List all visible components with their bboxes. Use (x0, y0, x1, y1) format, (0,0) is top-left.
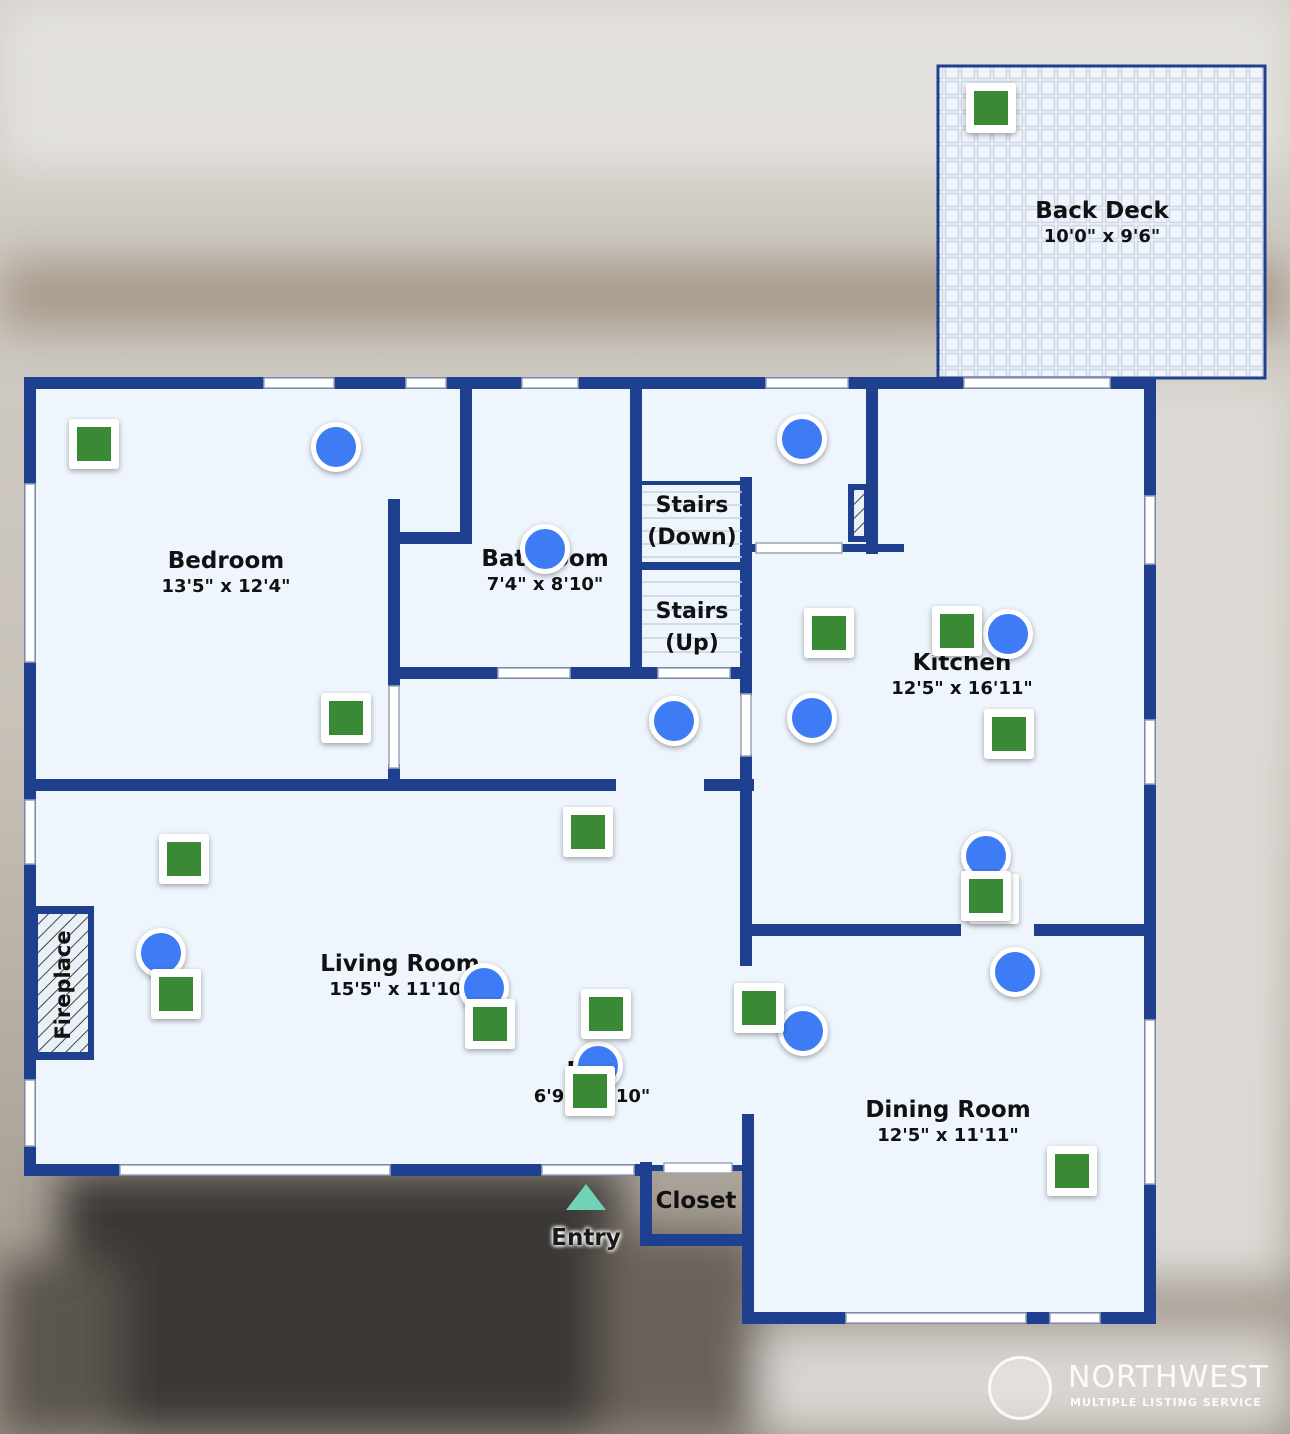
photo-marker-icon[interactable] (321, 693, 371, 743)
camera-marker-icon[interactable] (778, 1006, 828, 1056)
photo-marker-icon[interactable] (984, 709, 1034, 759)
stair-treads (642, 491, 742, 653)
camera-marker-icon[interactable] (520, 524, 570, 574)
fireplace (30, 906, 94, 1060)
photo-marker-icon[interactable] (563, 807, 613, 857)
fireplace-label: Fireplace (51, 930, 75, 1040)
photo-marker-icon[interactable] (159, 834, 209, 884)
photo-marker-icon[interactable] (734, 983, 784, 1033)
stairs-down-label: Stairs (Down) (647, 490, 736, 554)
camera-marker-icon[interactable] (983, 609, 1033, 659)
room-dimensions: 12'5" x 16'11" (891, 678, 1033, 699)
photo-marker-icon[interactable] (565, 1066, 615, 1116)
room-dimensions: 12'5" x 11'11" (877, 1125, 1019, 1146)
camera-marker-icon[interactable] (649, 696, 699, 746)
logo-brand: NORTHWEST (1068, 1360, 1269, 1395)
photo-marker-icon[interactable] (69, 419, 119, 469)
column (848, 484, 870, 542)
photo-marker-icon[interactable] (1047, 1146, 1097, 1196)
logo-mark-icon (988, 1356, 1052, 1420)
room-label-dining-room: Dining Room 12'5" x 11'11" (865, 1096, 1030, 1148)
windows (24, 377, 1156, 1324)
room-name: Back Deck (1035, 198, 1169, 224)
photo-marker-icon[interactable] (961, 871, 1011, 921)
room-dimensions: 13'5" x 12'4" (161, 576, 291, 597)
stairs-down-line1: Stairs (655, 493, 729, 518)
room-dimensions: 10'0" x 9'6" (1043, 226, 1161, 247)
entry-arrow-icon[interactable] (566, 1184, 606, 1210)
photo-marker-icon[interactable] (966, 83, 1016, 133)
logo-subtitle: MULTIPLE LISTING SERVICE (1070, 1396, 1262, 1409)
room-name: Living Room (320, 951, 480, 977)
photo-marker-icon[interactable] (151, 969, 201, 1019)
room-name: Dining Room (865, 1097, 1031, 1123)
entry-label: Entry (551, 1225, 621, 1251)
room-dimensions: 7'4" x 8'10" (486, 574, 604, 595)
photo-marker-icon[interactable] (932, 606, 982, 656)
stairs-up-label: Stairs (Up) (656, 596, 729, 660)
room-label-bedroom: Bedroom 13'5" x 12'4" (161, 547, 290, 599)
stairs-up-line2: (Up) (665, 631, 719, 656)
stairs-up-line1: Stairs (655, 599, 729, 624)
camera-marker-icon[interactable] (311, 422, 361, 472)
room-label-kitchen: Kitchen 12'5" x 16'11" (891, 649, 1033, 701)
stairs-down-line2: (Down) (647, 525, 737, 550)
room-dimensions: 15'5" x 11'10" (329, 979, 471, 1000)
photo-marker-icon[interactable] (465, 999, 515, 1049)
photo-marker-icon[interactable] (581, 989, 631, 1039)
nwmls-logo: NORTHWEST MULTIPLE LISTING SERVICE (988, 1356, 1268, 1420)
room-label-back-deck: Back Deck 10'0" x 9'6" (1035, 197, 1169, 249)
camera-marker-icon[interactable] (777, 414, 827, 464)
camera-marker-icon[interactable] (990, 947, 1040, 997)
photo-marker-icon[interactable] (804, 608, 854, 658)
room-label-living-room: Living Room 15'5" x 11'10" (320, 950, 480, 1002)
closet-label: Closet (655, 1188, 737, 1214)
camera-marker-icon[interactable] (787, 693, 837, 743)
room-name: Bedroom (167, 548, 285, 574)
